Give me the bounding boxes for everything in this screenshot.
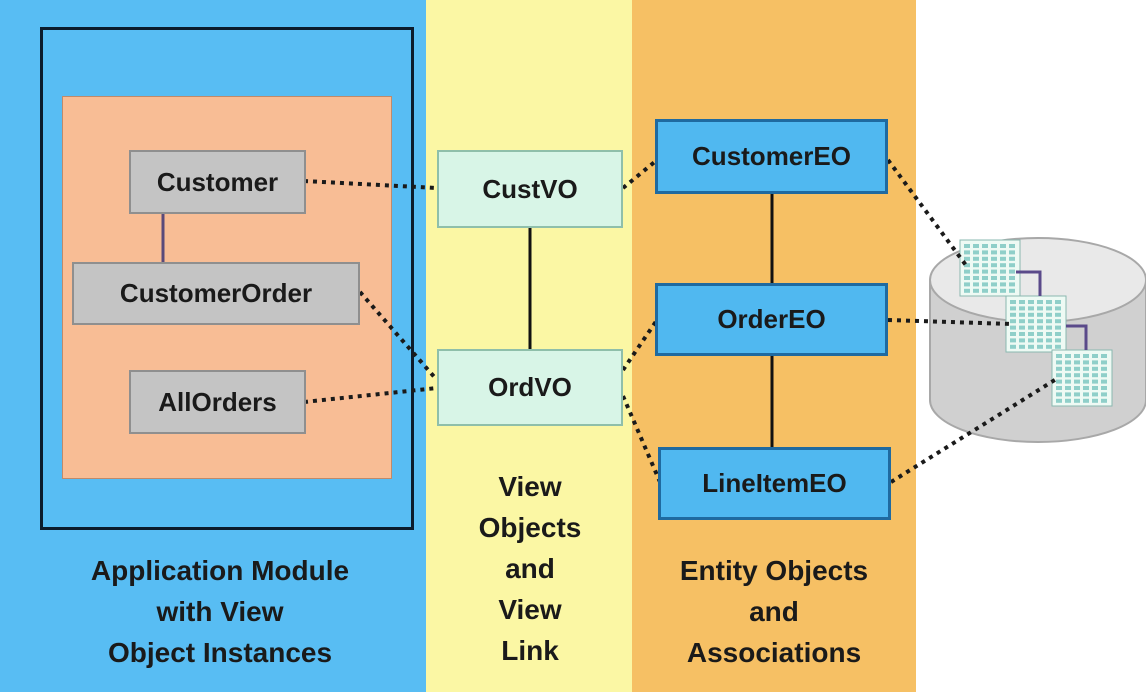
eo-to-table-connector — [889, 376, 1060, 484]
view-objects-label: View Objects and View Link — [478, 471, 582, 666]
table-icon — [959, 239, 1021, 297]
view-instance-customer[interactable]: Customer — [129, 150, 306, 214]
view-object-custvo[interactable]: CustVO — [437, 150, 623, 228]
entity-object-lineitemeo[interactable]: LineItemEO — [658, 447, 891, 520]
entity-object-customereo[interactable]: CustomerEO — [655, 119, 888, 194]
entity-object-ordereo[interactable]: OrderEO — [655, 283, 888, 356]
table-relation-connector — [1066, 324, 1088, 350]
table-icon — [1051, 349, 1113, 407]
view-instance-all-orders[interactable]: AllOrders — [129, 370, 306, 434]
application-module-label: Application Module with View Object Inst… — [90, 555, 350, 668]
database-icon — [929, 237, 1146, 443]
view-instance-customer-order[interactable]: CustomerOrder — [72, 262, 360, 325]
table-relation-connector — [1016, 270, 1042, 296]
entity-objects-label: Entity Objects and Associations — [679, 555, 869, 668]
application-module-frame — [40, 27, 414, 530]
view-object-ordvo[interactable]: OrdVO — [437, 349, 623, 426]
table-icon — [1005, 295, 1067, 353]
